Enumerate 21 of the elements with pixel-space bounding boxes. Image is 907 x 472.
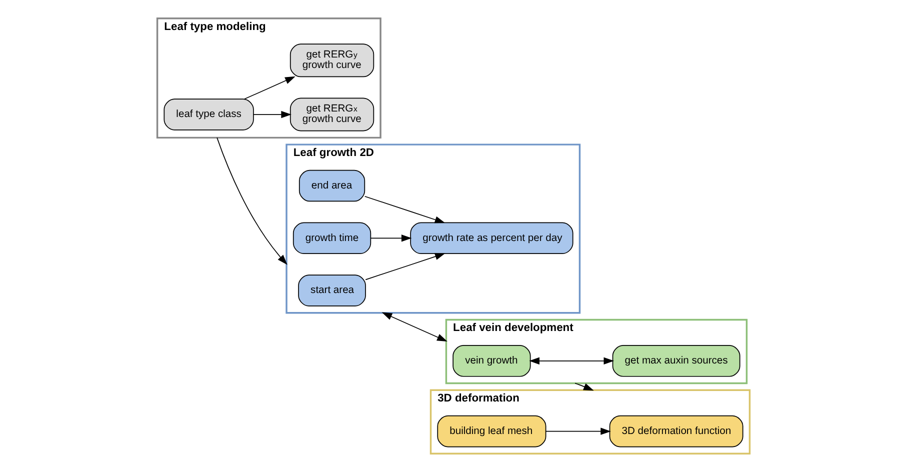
- arrow: [216, 137, 288, 265]
- arrow: [382, 312, 448, 342]
- node-box: vein growth: [452, 345, 531, 377]
- node-box: building leaf mesh: [437, 415, 546, 448]
- node-box: get RERGx growth curve: [290, 98, 374, 132]
- arrow: [529, 357, 614, 365]
- node-box: leaf type class: [164, 98, 254, 130]
- node-box: growth rate as percent per day: [410, 222, 574, 254]
- arrow: [370, 234, 412, 242]
- arrow: [365, 253, 446, 280]
- node-box: get RERGy growth curve: [290, 44, 374, 78]
- arrow: [574, 382, 594, 391]
- node-box: 3D deformation function: [609, 415, 744, 448]
- node-box: growth time: [292, 222, 372, 254]
- node-box: start area: [298, 274, 366, 306]
- arrow: [546, 428, 611, 435]
- node-box: get max auxin sources: [612, 345, 740, 377]
- arrow: [364, 196, 446, 224]
- arrow: [244, 76, 296, 100]
- arrow: [253, 110, 292, 118]
- node-box: end area: [298, 170, 366, 202]
